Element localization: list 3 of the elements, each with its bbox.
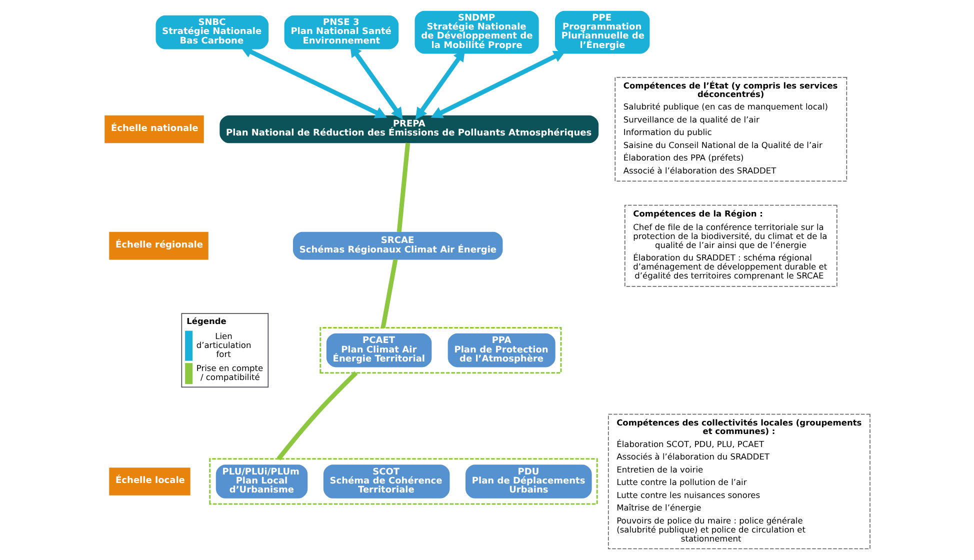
label: Légende [186,316,226,326]
legend-label: Prise en compte / compatibilité [196,363,263,382]
legend-label: Lien d’articulation fort [196,330,251,359]
